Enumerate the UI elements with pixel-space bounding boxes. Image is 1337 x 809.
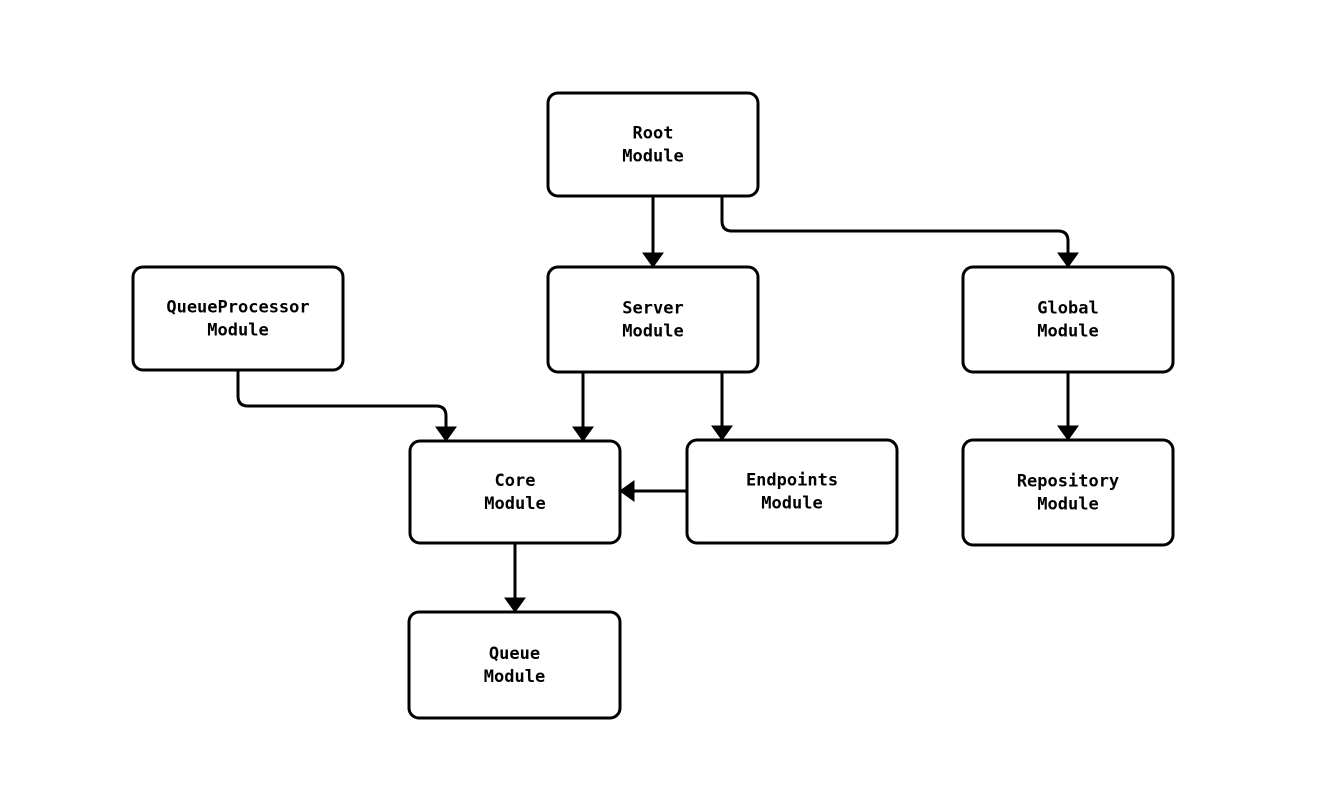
- node-label-line1: Repository: [1017, 472, 1119, 492]
- node-label-line1: Root: [633, 124, 674, 144]
- node-box[interactable]: [546, 91, 760, 198]
- edge-core-to-queue: [504, 543, 526, 613]
- node-box[interactable]: [131, 265, 345, 372]
- arrowhead: [1057, 252, 1079, 268]
- edges-layer: [236, 196, 1079, 613]
- edge-queueprocessor-to-core: [236, 370, 457, 442]
- node-box[interactable]: [685, 438, 899, 545]
- node-label-line1: Server: [622, 299, 683, 319]
- node-label-line1: Endpoints: [746, 471, 838, 491]
- node-box[interactable]: [961, 265, 1175, 374]
- node-label-line2: Module: [484, 667, 545, 687]
- node-label-line1: Core: [495, 471, 536, 491]
- edge-line: [720, 196, 1070, 255]
- edge-line: [236, 370, 448, 429]
- edge-global-to-repository: [1057, 372, 1079, 441]
- edge-endpoints-to-core: [619, 480, 687, 502]
- node-label-line2: Module: [761, 494, 822, 514]
- arrowhead: [642, 252, 664, 268]
- node-label-line2: Module: [484, 494, 545, 514]
- node-box[interactable]: [407, 610, 622, 720]
- arrowhead: [1057, 425, 1079, 441]
- node-box[interactable]: [961, 438, 1175, 547]
- edge-server-to-core: [572, 372, 594, 442]
- arrowhead: [504, 597, 526, 613]
- node-label-line1: QueueProcessor: [166, 298, 309, 318]
- node-label-line1: Global: [1037, 299, 1098, 319]
- arrowhead: [435, 426, 457, 442]
- node-box[interactable]: [408, 439, 622, 545]
- arrowhead: [711, 425, 733, 441]
- edge-root-to-server: [642, 196, 664, 268]
- node-label-line2: Module: [1037, 495, 1098, 515]
- node-box[interactable]: [546, 265, 760, 374]
- nodes-layer: RootModuleQueueProcessorModuleServerModu…: [131, 91, 1175, 720]
- edge-server-to-endpoints: [711, 372, 733, 441]
- node-label-line1: Queue: [489, 644, 540, 664]
- node-label-line2: Module: [622, 322, 683, 342]
- node-label-line2: Module: [207, 321, 268, 341]
- arrowhead: [572, 426, 594, 442]
- node-label-line2: Module: [622, 147, 683, 167]
- edge-root-to-global: [720, 196, 1079, 268]
- node-label-line2: Module: [1037, 322, 1098, 342]
- arrowhead: [619, 480, 635, 502]
